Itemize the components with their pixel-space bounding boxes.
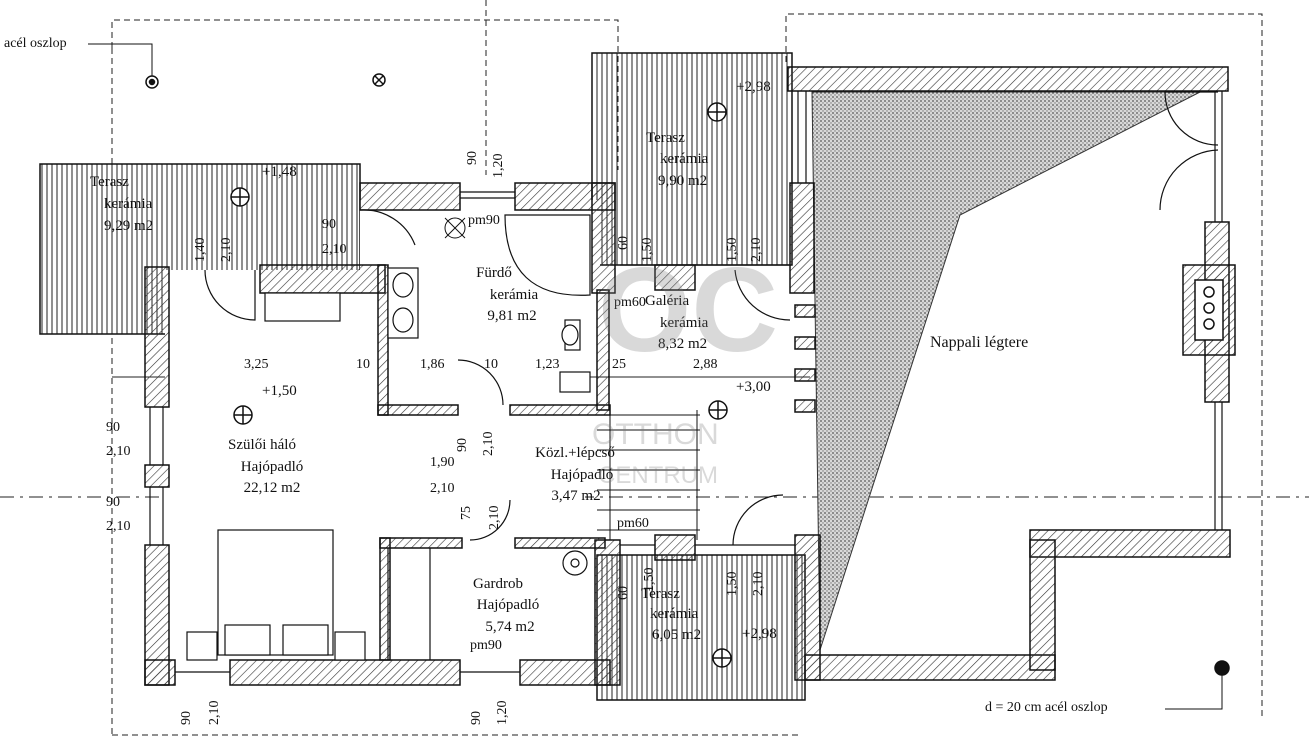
dim-door-width: 90 [322,217,336,232]
room-finish: Hajópadló [550,467,614,483]
staircase [597,410,700,540]
dim-door-height: 2,10 [322,242,347,257]
room-finish: kerámia [104,196,153,212]
dim-120-top: 1,20 [491,153,506,179]
dim-210-hall-v2: 2,10 [487,505,502,531]
dim-pm60-hall: pm60 [617,516,649,531]
steel-column-label-top: acél oszlop [4,36,67,51]
room-name: Gardrob [473,576,523,592]
room-finish: kerámia [660,151,709,167]
level-value: +2,98 [742,626,777,642]
room-area: 22,12 m2 [243,480,301,496]
dim-150-bot2: 1,50 [725,571,740,597]
steel-column-label-bottom: d = 20 cm acél oszlop [985,700,1108,715]
room-name: Galéria [645,293,690,309]
dim-90-top: 90 [465,151,480,165]
level-value: +2,98 [736,79,771,95]
dim-288: 2,88 [693,357,718,372]
dim-90-bot-mid: 90 [469,711,484,725]
level-value: +3,00 [736,379,771,395]
room-area: 6,05 m2 [652,627,702,643]
level-value: +1,50 [262,383,297,399]
room-name: Terasz [641,586,680,602]
dim-pm60-gal: pm60 [614,295,646,310]
room-living-void: Nappali légtere [930,334,1029,351]
watermark-line1: OTTHON [592,418,719,451]
window-lines [149,91,1223,673]
dim-60-bot: 60 [616,586,631,600]
walls [144,66,1236,686]
plant-icon [444,217,466,239]
dim-10b: 10 [484,357,498,372]
dim-210-bot: 2,10 [751,571,766,597]
dim-win2-h: 2,10 [106,519,131,534]
level-value: +1,48 [262,164,297,180]
room-area: 9,29 m2 [104,218,154,234]
dim-150-bot: 1,50 [642,567,657,593]
room-name: Közl.+lépcső [535,445,615,461]
dim-210-left: 2,10 [219,237,234,263]
dim-10a: 10 [356,357,370,372]
dim-120-bot-mid: 1,20 [495,700,510,726]
room-area: 8,32 m2 [658,336,708,352]
room-area: 3,47 m2 [551,488,601,504]
room-name: Fürdő [476,265,512,281]
dim-140: 1,40 [193,237,208,263]
living-void-shading [811,91,1201,651]
dim-75: 75 [459,506,474,520]
door-swings [204,91,1219,546]
room-finish: Hajópadló [240,459,304,475]
watermark-line2: CENTRUM [598,462,718,489]
dim-win2-w: 90 [106,495,120,510]
dim-pm90-bath: pm90 [468,213,500,228]
room-area: 5,74 m2 [485,619,535,635]
dim-90-bot-left: 90 [179,711,194,725]
dim-186: 1,86 [420,357,445,372]
terrace-top [591,52,793,266]
steel-columns [88,43,1230,710]
dim-210-hall-v: 2,10 [481,431,496,457]
terrace-bottom [596,554,806,701]
room-finish: kerámia [660,315,709,331]
dim-190: 1,90 [430,455,455,470]
dim-pm90-bot: pm90 [470,638,502,653]
room-finish: kerámia [489,287,539,303]
dim-win1-w: 90 [106,420,120,435]
dim-210-hall: 2,10 [430,481,455,496]
dim-90-hall-v: 90 [455,438,470,452]
room-name: Szülői háló [228,437,296,453]
dim-123: 1,23 [535,357,560,372]
watermark-logo: OC [598,243,778,377]
fireplace [1194,279,1224,341]
dim-25: 25 [612,357,626,372]
room-finish: kerámia [650,606,699,622]
furniture [186,214,591,661]
room-finish: Hajópadló [476,597,540,613]
room-name: Terasz [90,174,129,190]
room-area: 9,90 m2 [658,173,708,189]
dim-win1-h: 2,10 [106,444,131,459]
dim-210-bot-left: 2,10 [207,700,222,726]
room-name: Terasz [646,130,685,146]
dim-325: 3,25 [244,357,269,372]
room-area: 9,81 m2 [487,308,537,324]
level-markers [230,102,732,668]
